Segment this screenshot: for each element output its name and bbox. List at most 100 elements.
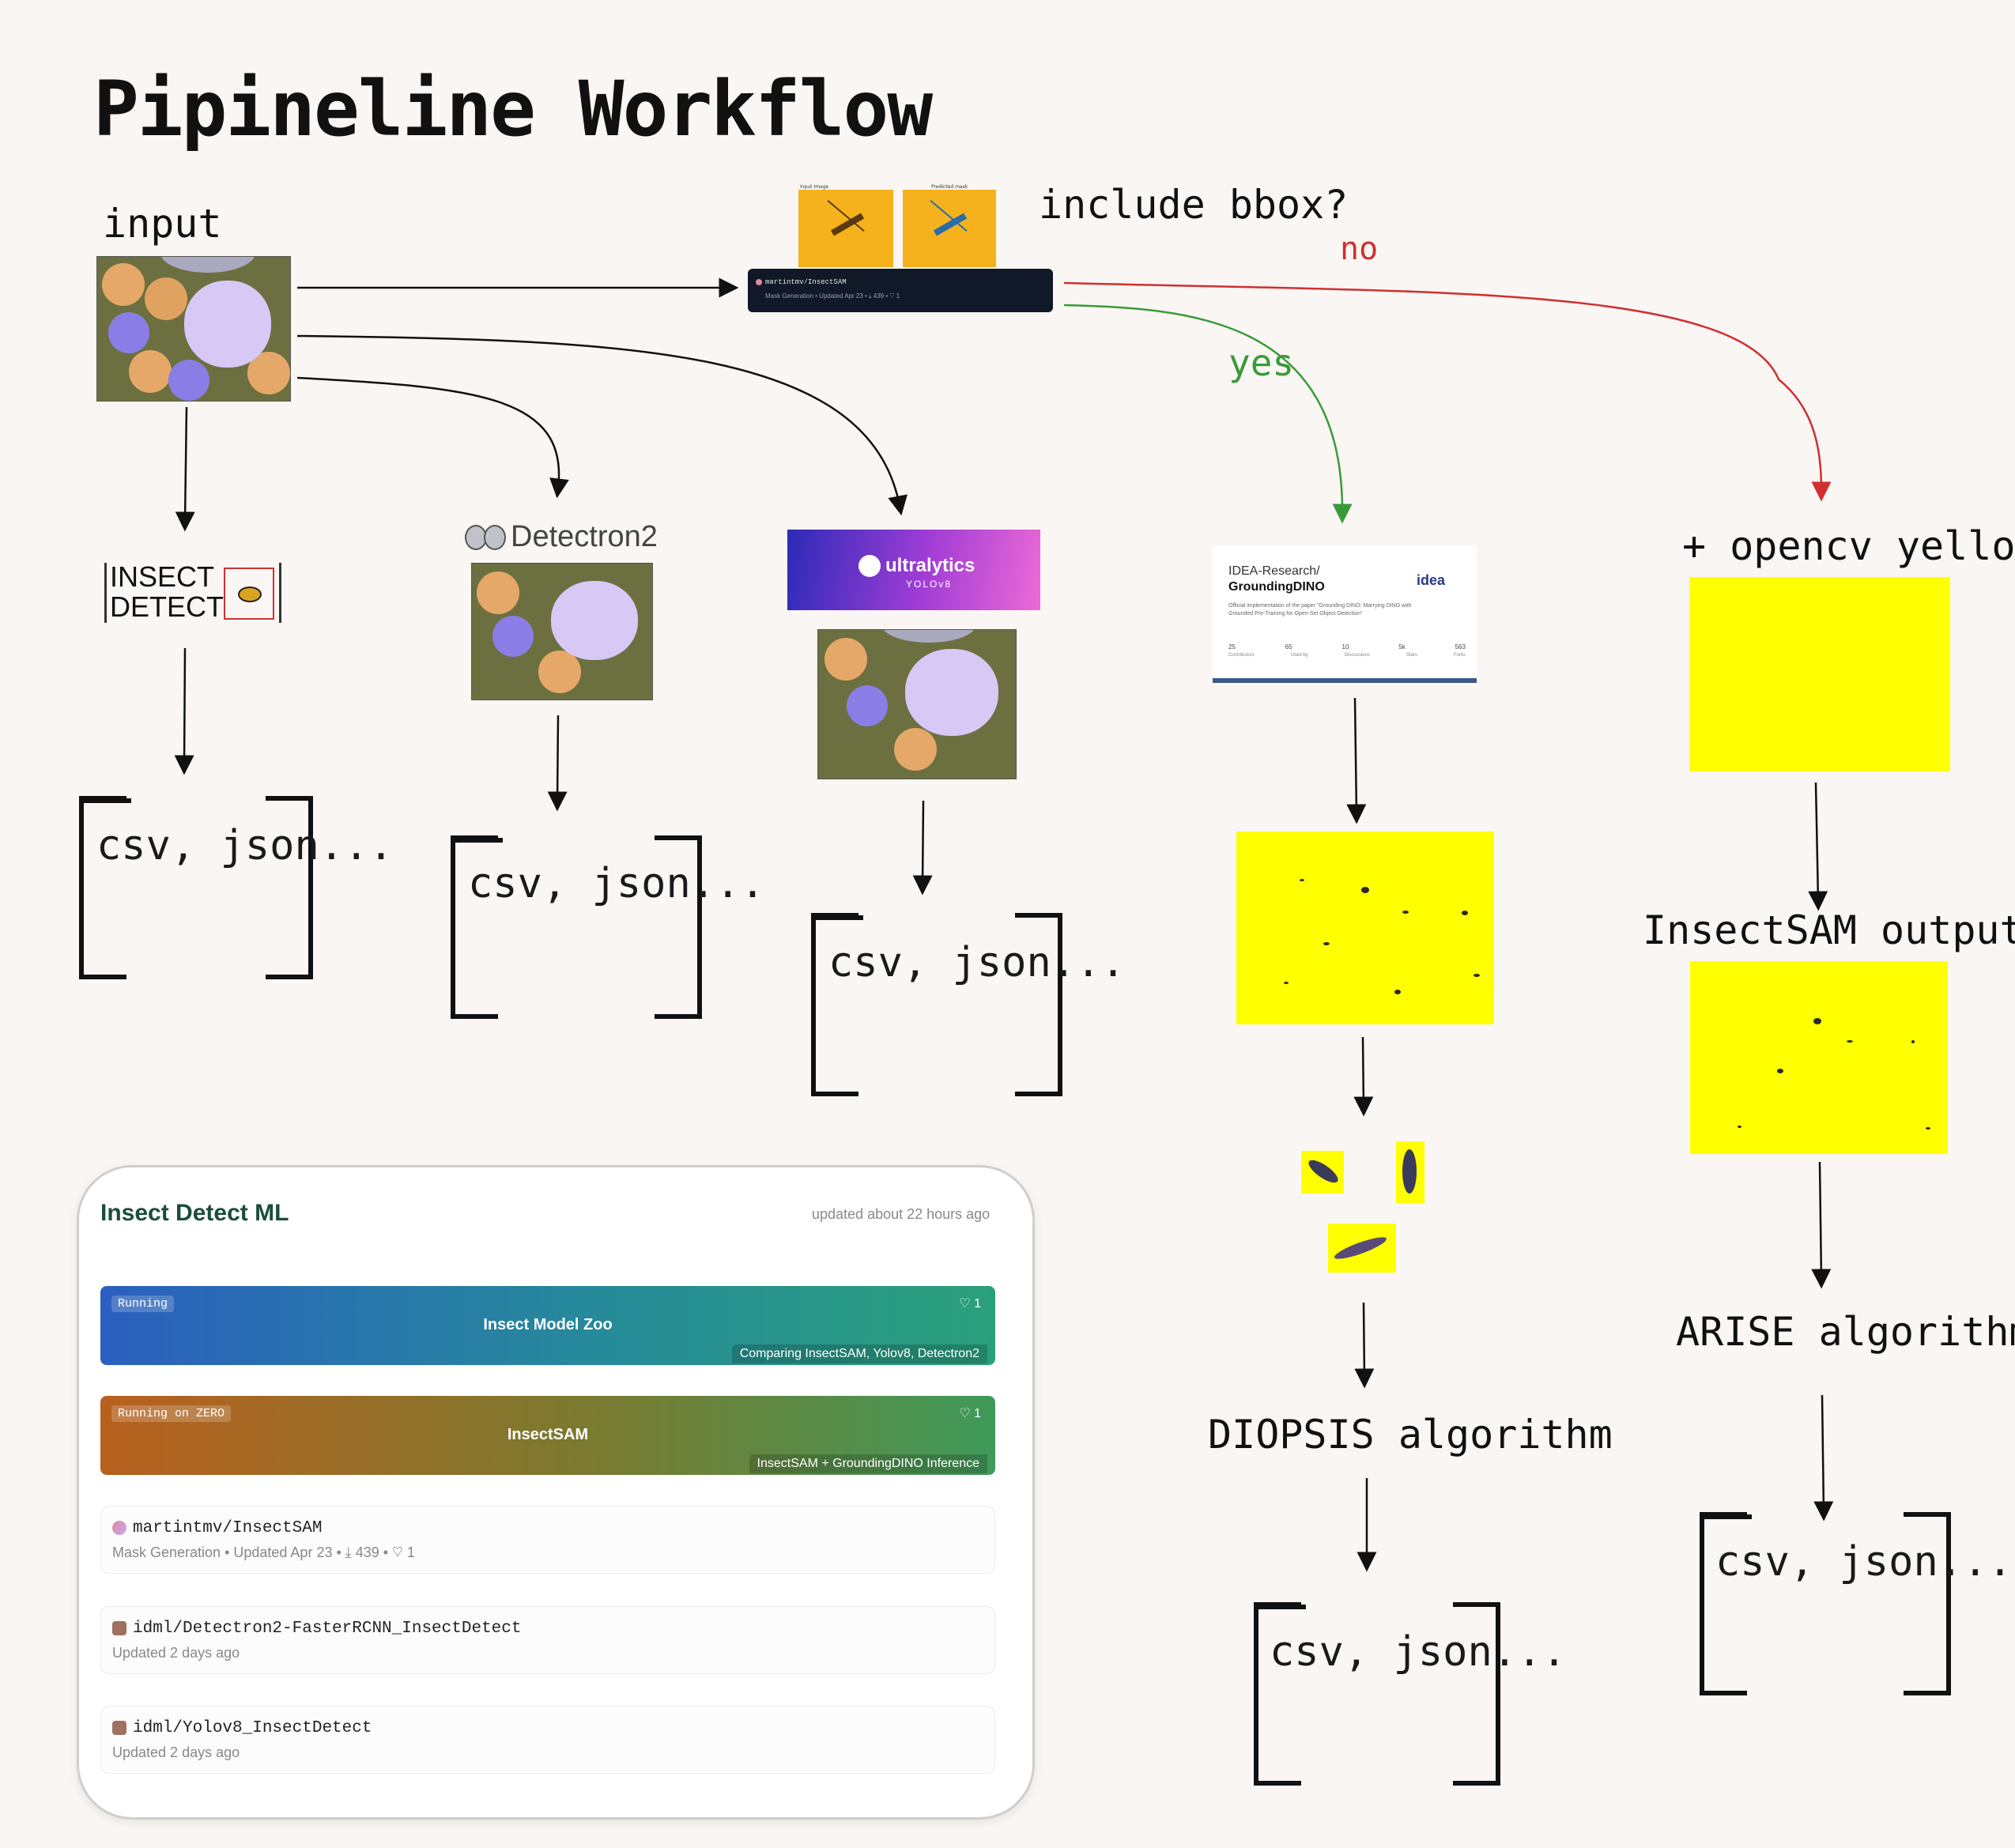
space-status: Running	[111, 1295, 175, 1312]
ultralytics-logo: ultralytics	[885, 555, 975, 576]
model-repo: martintmv/InsectSAM	[765, 278, 847, 286]
bracket-tick	[1015, 1092, 1062, 1096]
model-name: idml/Detectron2-FasterRCNN_InsectDetect	[133, 1620, 522, 1638]
gd-stat-contributors: 25	[1228, 643, 1236, 651]
gd-stats: 25 65 10 5k 563	[1228, 643, 1466, 651]
groundingdino-repo-card[interactable]: IDEA-Research/ GroundingDINO idea Offici…	[1213, 545, 1477, 683]
avatar	[112, 1521, 126, 1535]
yes-label: yes	[1228, 341, 1295, 384]
ultralytics-icon	[858, 555, 881, 577]
space-status: Running on ZERO	[111, 1405, 232, 1422]
gd-stat-label: Contributors	[1228, 653, 1255, 658]
diopsis-label: DIOPSIS algorithm	[1208, 1412, 1613, 1458]
space-description: InsectSAM + GroundingDINO Inference	[749, 1454, 987, 1473]
groundingdino-yellow-output	[1236, 832, 1494, 1024]
output-bracket-detectron	[451, 835, 702, 1019]
bracket-tick	[1015, 913, 1062, 918]
bracket-tick	[655, 835, 702, 840]
insect-crop-3	[1328, 1224, 1396, 1273]
space-likes[interactable]: ♡ 1	[959, 1407, 981, 1420]
bracket-tick	[811, 1092, 858, 1096]
output-formats-insectdetect: csv, json...	[96, 822, 394, 869]
model-row-insectsam[interactable]: martintmv/InsectSAM Mask Generation • Up…	[100, 1506, 995, 1574]
gd-org: IDEA-Research/	[1228, 564, 1320, 578]
space-insect-model-zoo[interactable]: Running ♡ 1 Insect Model Zoo Comparing I…	[100, 1286, 995, 1365]
gd-description: Official implementation of the paper "Gr…	[1228, 603, 1412, 617]
gd-stat-usedby: 65	[1285, 643, 1292, 651]
input-image	[96, 256, 291, 402]
output-formats-arise: csv, json...	[1715, 1538, 2013, 1586]
model-meta: Updated 2 days ago	[112, 1645, 240, 1661]
gd-stat-stars: 5k	[1398, 643, 1406, 651]
insectsam-input-thumb	[798, 190, 893, 267]
gd-stat-labels: Contributors Used by Discussions Stars F…	[1228, 653, 1466, 658]
gd-stat-discussions: 10	[1341, 643, 1349, 651]
page-title: Pipineline Workflow	[93, 65, 933, 153]
bracket-tick	[451, 1014, 498, 1019]
model-meta: Mask Generation • Updated Apr 23 • ⤓ 439…	[112, 1544, 415, 1560]
idea-logo: idea	[1417, 572, 1446, 588]
bracket-tick	[266, 796, 313, 801]
insectsam-model-card[interactable]: martintmv/InsectSAM Mask Generation • Up…	[748, 269, 1053, 312]
space-name: InsectSAM	[507, 1426, 589, 1443]
model-name: idml/Yolov8_InsectDetect	[133, 1719, 372, 1737]
bracket-tick	[451, 835, 498, 840]
bracket-tick	[1453, 1602, 1500, 1607]
space-name: Insect Model Zoo	[483, 1316, 613, 1333]
detectron2-output-image	[471, 563, 653, 700]
opencv-yellow-image	[1689, 577, 1950, 771]
space-description: Comparing InsectSAM, Yolov8, Detectron2	[731, 1345, 987, 1363]
gd-stat-label: Discussions	[1344, 653, 1370, 658]
bee-icon	[224, 568, 274, 620]
arise-label: ARISE algorithm	[1676, 1309, 2015, 1355]
model-row-detectron2[interactable]: idml/Detectron2-FasterRCNN_InsectDetect …	[100, 1606, 995, 1674]
model-name: martintmv/InsectSAM	[133, 1519, 323, 1537]
collection-title[interactable]: Insect Detect ML	[100, 1200, 289, 1226]
insect-detect-logo: INSECT DETECT	[104, 563, 281, 623]
space-insectsam[interactable]: Running on ZERO ♡ 1 InsectSAM InsectSAM …	[100, 1396, 995, 1475]
bracket-tick	[1904, 1512, 1951, 1517]
model-meta: Mask Generation • Updated Apr 23 • ⤓ 439…	[765, 292, 900, 300]
output-bracket-arise	[1700, 1512, 1951, 1695]
output-caption: Predicted mask	[931, 184, 968, 190]
insect-crop-1	[1301, 1151, 1344, 1194]
bracket-tick	[79, 975, 126, 979]
insectsam-mask-thumb	[903, 190, 996, 267]
insectsam-yellow-output	[1690, 961, 1948, 1154]
collection-updated: updated about 22 hours ago	[812, 1206, 991, 1222]
bracket-tick	[1453, 1781, 1500, 1786]
avatar	[112, 1621, 126, 1635]
gd-repo: GroundingDINO	[1228, 580, 1325, 594]
output-formats-diopsis: csv, json...	[1270, 1628, 1567, 1676]
bracket-tick	[1904, 1691, 1951, 1695]
bracket-tick	[266, 975, 313, 979]
bracket-tick	[811, 913, 858, 918]
space-likes[interactable]: ♡ 1	[959, 1297, 981, 1311]
no-label: no	[1340, 231, 1379, 267]
model-row-yolov8[interactable]: idml/Yolov8_InsectDetect Updated 2 days …	[100, 1706, 995, 1774]
bracket-tick	[655, 1014, 702, 1019]
input-label: input	[103, 201, 222, 247]
yolov8-output-image	[817, 629, 1017, 779]
avatar	[112, 1721, 126, 1735]
bracket-tick	[1254, 1781, 1301, 1786]
opencv-label: + opencv yellow	[1682, 523, 2015, 569]
gd-stat-label: Stars	[1406, 653, 1417, 658]
insect-detect-line1: INSECT	[110, 560, 215, 593]
gd-stat-label: Forks	[1453, 653, 1466, 658]
output-formats-detectron: csv, json...	[468, 860, 765, 907]
output-bracket-yolov8	[811, 913, 1062, 1096]
bracket-tick	[1700, 1512, 1747, 1517]
model-meta: Updated 2 days ago	[112, 1744, 240, 1760]
gd-stat-forks: 563	[1455, 643, 1466, 651]
insect-detect-line2: DETECT	[110, 590, 224, 623]
include-bbox-label: include bbox?	[1039, 182, 1349, 228]
insect-crop-2	[1396, 1141, 1424, 1203]
detectron2-logo: Detectron2	[511, 520, 658, 553]
detectron-eyes-icon	[465, 522, 506, 550]
bracket-tick	[1254, 1602, 1301, 1607]
bracket-tick	[1700, 1691, 1747, 1695]
bracket-tick	[79, 796, 126, 801]
output-formats-yolov8: csv, json...	[828, 939, 1126, 986]
yolov8-label: YOLOv8	[906, 579, 953, 590]
